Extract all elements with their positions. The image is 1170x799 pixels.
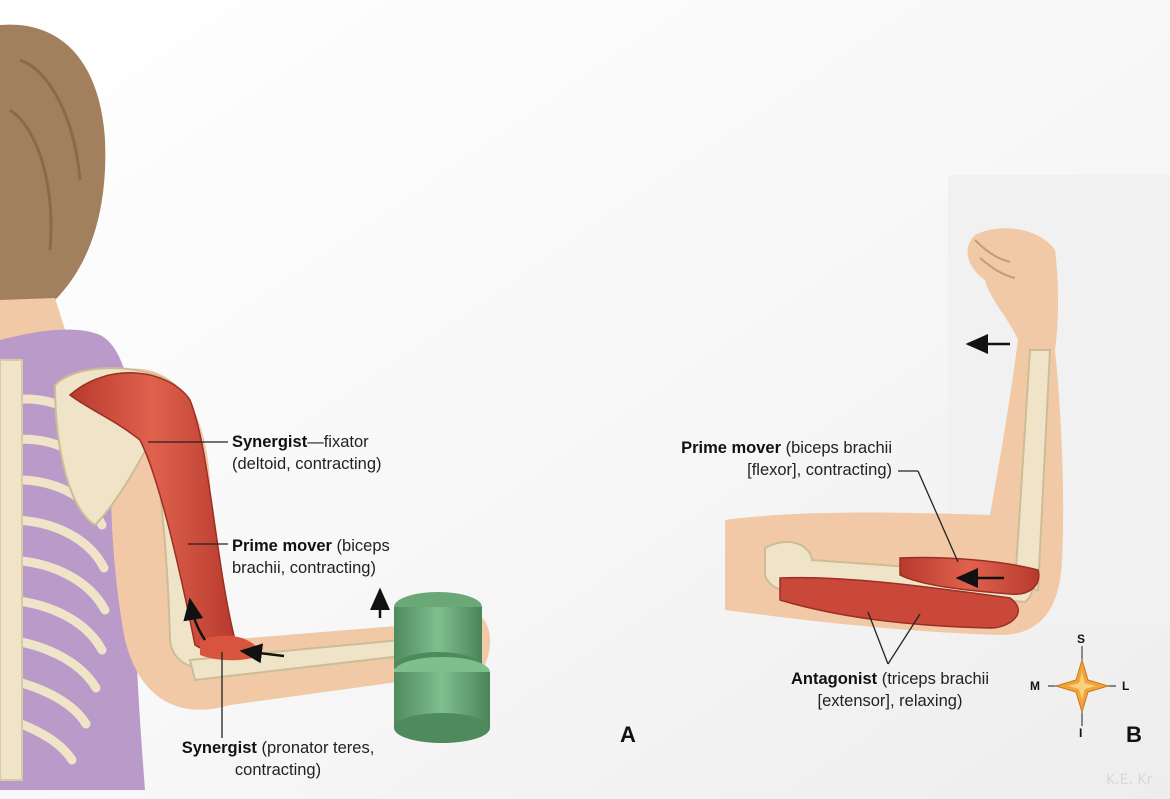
label-prime-mover-b-line2: [flexor], contracting) xyxy=(747,461,892,479)
panel-letter-a: A xyxy=(620,722,636,747)
label-prime-mover-b-term: Prime mover xyxy=(681,439,782,457)
panel-a-illustration xyxy=(0,24,490,790)
arm-silhouette xyxy=(725,228,1064,636)
dumbbell xyxy=(394,592,490,743)
label-prime-mover-a: Prime mover (biceps brachii, contracting… xyxy=(232,535,390,579)
watermark: K.E. Kr xyxy=(1106,772,1153,788)
label-prime-mover-a-line2: brachii, contracting) xyxy=(232,559,376,577)
label-synergist-pronator: Synergist (pronator teres, contracting) xyxy=(148,737,408,781)
leader-antagonist-left xyxy=(867,611,889,665)
biceps-pull-arrow xyxy=(183,597,207,641)
label-synergist-fixator-rest: —fixator xyxy=(307,433,369,451)
compass-inferior: I xyxy=(1079,726,1083,740)
label-synergist-pronator-term: Synergist xyxy=(181,739,257,757)
leader-antagonist-right xyxy=(887,613,921,665)
label-synergist-fixator-term: Synergist xyxy=(232,433,308,451)
label-antagonist-term: Antagonist xyxy=(790,670,878,688)
label-antagonist-rest: (triceps brachii xyxy=(877,670,990,688)
label-synergist-pronator-rest: (pronator teres, xyxy=(256,739,375,757)
label-prime-mover-b: Prime mover (biceps brachii [flexor], co… xyxy=(600,437,892,481)
spine xyxy=(0,359,23,781)
label-antagonist-line2: [extensor], relaxing) xyxy=(817,692,963,710)
compass-rose xyxy=(1048,646,1116,726)
hair xyxy=(0,24,106,306)
label-antagonist: Antagonist (triceps brachii [extensor], … xyxy=(755,668,1025,712)
compass-medial: M xyxy=(1030,679,1040,693)
label-prime-mover-a-rest: (biceps xyxy=(331,537,390,555)
triceps-muscle xyxy=(779,576,1019,629)
label-prime-mover-b-rest: (biceps brachii xyxy=(781,439,892,457)
panel-b-illustration xyxy=(725,228,1064,665)
panel-letter-b: B xyxy=(1126,722,1142,747)
label-synergist-fixator-line2: (deltoid, contracting) xyxy=(232,455,382,473)
label-synergist-pronator-line2: contracting) xyxy=(234,761,322,779)
leader-prime-mover-b-d xyxy=(917,470,959,563)
label-prime-mover-a-term: Prime mover xyxy=(232,537,332,555)
label-synergist-fixator: Synergist—fixator (deltoid, contracting) xyxy=(232,431,382,475)
pronator-pull-arrow xyxy=(239,643,285,664)
compass-superior: S xyxy=(1077,632,1086,646)
compass-lateral: L xyxy=(1122,679,1130,693)
